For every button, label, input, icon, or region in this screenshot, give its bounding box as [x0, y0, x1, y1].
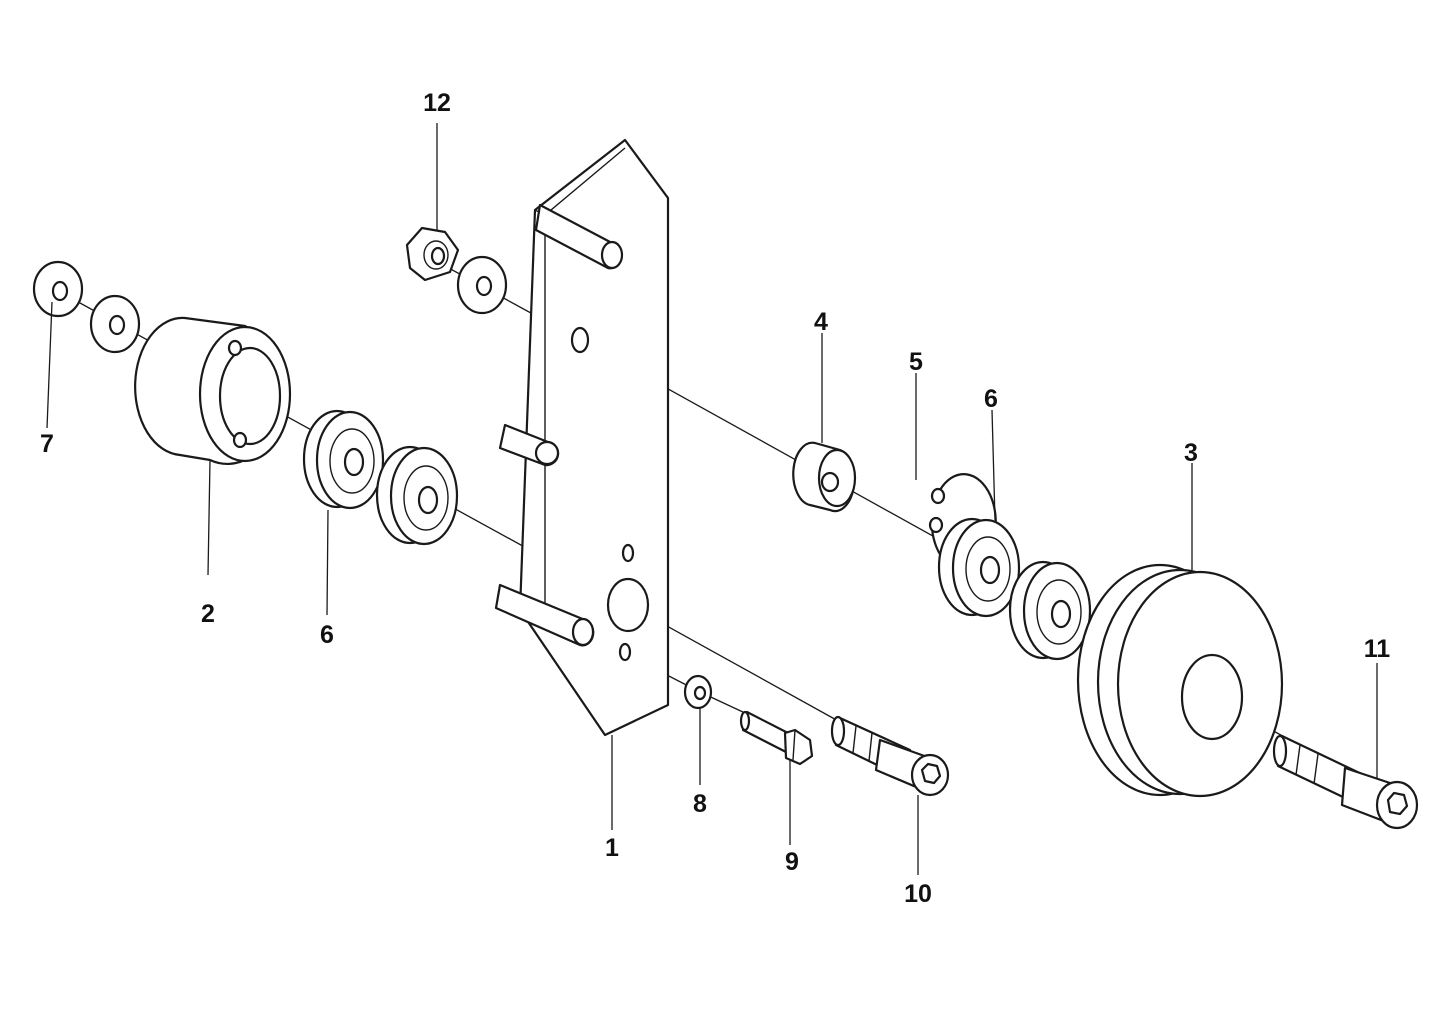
callout-4: 4: [814, 308, 828, 336]
callout-1: 1: [605, 834, 619, 862]
bearing-right-2: [1008, 560, 1092, 661]
callout-9: 9: [785, 848, 799, 876]
callout-10: 10: [904, 880, 932, 908]
socket-screw-small: [830, 715, 950, 797]
bearing-left-1: [302, 409, 385, 510]
callout-3: 3: [1184, 439, 1198, 467]
leader-lines: [46, 123, 1378, 875]
washer-inner: [89, 294, 141, 354]
callout-12: 12: [423, 89, 451, 117]
bearing-left-2: [375, 445, 459, 546]
washer-outer: [32, 260, 84, 318]
hex-nut: [405, 226, 460, 282]
callout-11: 11: [1364, 635, 1391, 663]
callout-labels: 1 2 3 4 5 6 6 7 8 9 10 11 12: [40, 89, 1390, 908]
nut-washer: [456, 255, 508, 315]
pulley: [1076, 563, 1284, 798]
spacer-ring: [134, 316, 292, 465]
callout-8: 8: [693, 790, 707, 818]
hex-bolt: [739, 710, 814, 766]
callout-6-left: 6: [320, 621, 334, 649]
callout-6-right: 6: [984, 385, 998, 413]
bearing-right-1: [937, 517, 1021, 618]
callout-2: 2: [201, 600, 215, 628]
lower-stud: [494, 583, 595, 647]
upper-stud: [534, 203, 624, 270]
mounting-plate: [494, 138, 670, 737]
callout-5: 5: [909, 348, 923, 376]
bushing: [792, 441, 857, 513]
middle-stud: [498, 423, 560, 467]
small-washer: [683, 674, 713, 710]
socket-screw-large: [1272, 734, 1419, 830]
callout-7: 7: [40, 430, 54, 458]
